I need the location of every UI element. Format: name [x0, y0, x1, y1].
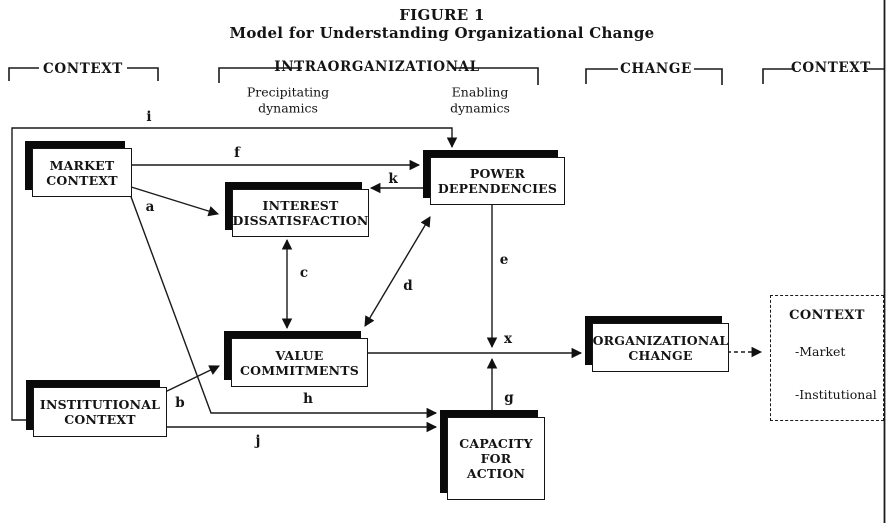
edge-h	[129, 193, 438, 419]
node-institutional-context: INSTITUTIONAL CONTEXT	[33, 387, 167, 437]
node-value-commitments: VALUE COMMITMENTS	[231, 338, 368, 387]
node-organizational-change: ORGANIZATIONAL CHANGE	[592, 323, 729, 372]
header-intraorganizational: INTRAORGANIZATIONAL	[274, 59, 480, 75]
header-context-left: CONTEXT	[43, 61, 123, 77]
edge-b	[164, 365, 220, 393]
edge-label-x: x	[503, 331, 513, 347]
edge-label-g: g	[504, 390, 514, 406]
node-interest-dissatisfaction: INTEREST DISSATISFACTION	[232, 189, 369, 237]
node-market-context: MARKET CONTEXT	[32, 148, 132, 197]
edge-label-k: k	[388, 171, 398, 187]
edge-label-e: e	[499, 252, 509, 268]
edge-label-j: j	[255, 433, 261, 449]
bracket-context-left	[8, 67, 159, 81]
outcome-context-title: CONTEXT	[789, 308, 865, 323]
edge-label-a: a	[145, 199, 155, 215]
bracket-intraorganizational	[218, 67, 539, 85]
bracket-change	[585, 68, 723, 85]
edge-d	[364, 216, 431, 327]
edge-label-b: b	[175, 395, 185, 411]
figure-title: FIGURE 1	[399, 6, 485, 24]
edge-i	[11, 127, 458, 421]
header-change: CHANGE	[620, 61, 692, 77]
label-enabling-dynamics: Enabling dynamics	[450, 84, 510, 115]
edge-label-d: d	[403, 278, 413, 294]
figure-subtitle: Model for Understanding Organizational C…	[229, 24, 655, 42]
bracket-context-right	[762, 68, 884, 84]
outcome-context-item-institutional: -Institutional	[795, 387, 877, 402]
node-power-dependencies: POWER DEPENDENCIES	[430, 157, 565, 205]
outcome-context-box: CONTEXT -Market -Institutional	[770, 295, 884, 421]
node-capacity-for-action: CAPACITY FOR ACTION	[447, 417, 545, 500]
header-context-right: CONTEXT	[791, 60, 871, 76]
label-precipitating-dynamics: Precipitating dynamics	[246, 84, 330, 115]
edge-label-c: c	[299, 265, 309, 281]
outcome-context-item-market: -Market	[795, 344, 846, 359]
edge-a	[127, 185, 220, 217]
edge-label-f: f	[234, 145, 240, 161]
edge-label-i: i	[146, 109, 152, 125]
edge-label-h: h	[303, 391, 313, 407]
